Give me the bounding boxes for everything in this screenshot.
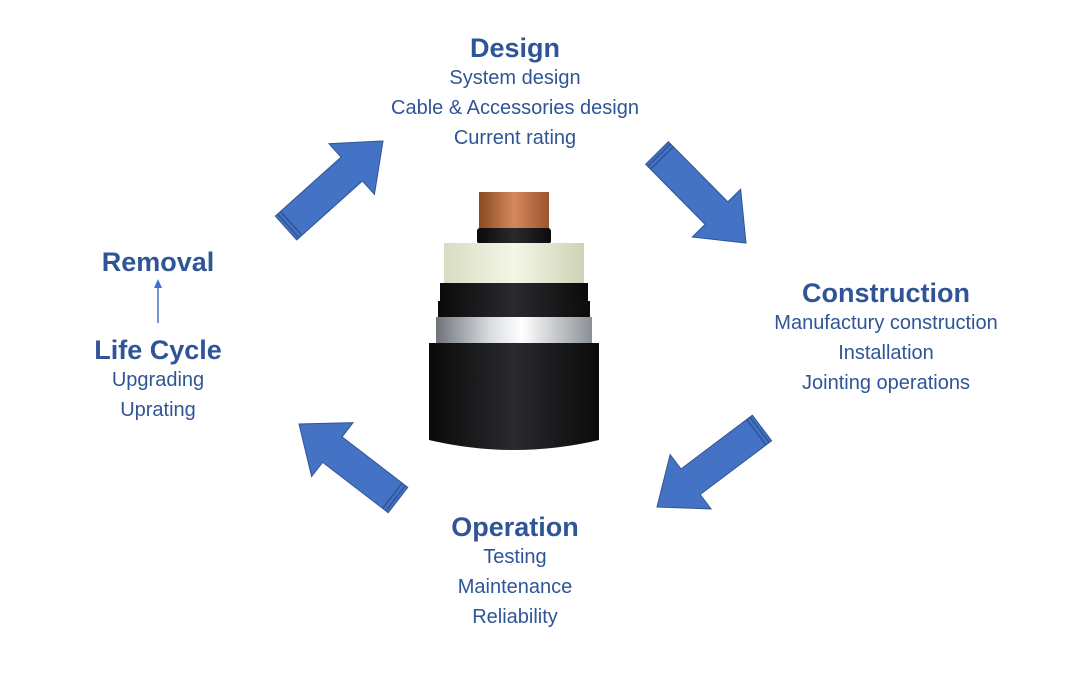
- construction-to-operation-arrow-icon: [656, 414, 773, 510]
- design-item: Cable & Accessories design: [391, 97, 639, 119]
- design-stage: Design System design Cable & Accessories…: [391, 33, 639, 153]
- copper-conductor: [479, 192, 549, 232]
- lifecycle-to-design-arrow-icon: [274, 140, 384, 241]
- design-item: Current rating: [453, 127, 577, 149]
- aluminium-sheath: [436, 317, 592, 343]
- semicon-layer: [440, 283, 588, 301]
- operation-to-lifecycle-arrow-icon: [298, 422, 409, 514]
- conductor-screen: [477, 228, 551, 244]
- life-cycle-title: Life Cycle: [94, 335, 222, 365]
- construction-item: Installation: [838, 342, 934, 364]
- operation-item: Reliability: [472, 606, 558, 628]
- construction-item: Manufactury construction: [774, 312, 998, 334]
- operation-item: Maintenance: [457, 576, 573, 598]
- life-cycle-item: Uprating: [120, 399, 196, 421]
- operation-item: Testing: [483, 546, 547, 568]
- operation-title: Operation: [451, 512, 579, 542]
- design-title: Design: [469, 33, 561, 63]
- cable-cross-section-image: [429, 192, 599, 450]
- life-cycle-stage: Life Cycle Upgrading Uprating: [94, 335, 222, 425]
- operation-stage: Operation Testing Maintenance Reliabilit…: [451, 512, 579, 632]
- removal-stage: Removal: [102, 247, 215, 277]
- construction-title: Construction: [802, 278, 970, 308]
- design-to-construction-arrow-icon: [644, 141, 747, 244]
- construction-item: Jointing operations: [802, 372, 970, 394]
- construction-stage: Construction Manufactury construction In…: [774, 278, 997, 398]
- small-up-arrow-icon: [154, 279, 162, 323]
- outer-jacket: [429, 343, 599, 450]
- insulation-layer: [444, 243, 584, 283]
- design-item: System design: [449, 67, 581, 89]
- bedding-layer: [438, 301, 590, 317]
- life-cycle-item: Upgrading: [111, 369, 205, 391]
- removal-title: Removal: [101, 247, 215, 277]
